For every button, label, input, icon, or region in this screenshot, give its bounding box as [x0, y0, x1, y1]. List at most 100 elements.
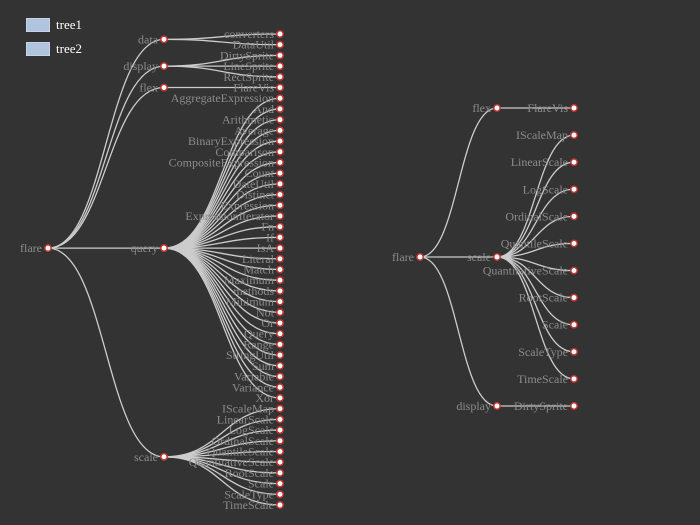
node-dot[interactable]	[276, 158, 284, 167]
tree-node-timescale[interactable]: TimeScale	[223, 498, 284, 512]
tree-node-flare[interactable]: flare	[392, 250, 424, 264]
tree-node-rectsprite[interactable]: RectSprite	[223, 70, 284, 84]
tree-node-logscale[interactable]: LogScale	[523, 182, 578, 196]
tree-node-rootscale[interactable]: RootScale	[225, 466, 284, 480]
node-dot[interactable]	[570, 374, 578, 383]
tree-node-query[interactable]: Query	[244, 327, 284, 341]
node-dot[interactable]	[276, 501, 284, 509]
tree-node-arithmetic[interactable]: Arithmetic	[222, 113, 284, 127]
node-dot[interactable]	[276, 254, 284, 263]
tree-node-minimum[interactable]: Minimum	[226, 295, 284, 309]
node-dot[interactable]	[276, 169, 284, 178]
node-dot[interactable]	[493, 104, 501, 112]
node-dot[interactable]	[276, 212, 284, 220]
node-dot[interactable]	[276, 72, 284, 81]
tree-node-xor[interactable]: Xor	[255, 391, 284, 405]
node-dot[interactable]	[276, 340, 284, 349]
tree-node-scaletype[interactable]: ScaleType	[518, 345, 578, 359]
node-dot[interactable]	[570, 347, 578, 356]
tree-node-linearscale[interactable]: LinearScale	[217, 412, 284, 426]
node-dot[interactable]	[276, 222, 284, 231]
node-dot[interactable]	[276, 126, 284, 135]
tree-node-display[interactable]: display	[123, 59, 168, 73]
node-dot[interactable]	[276, 394, 284, 402]
node-dot[interactable]	[276, 104, 284, 113]
node-dot[interactable]	[276, 147, 284, 156]
tree-node-timescale[interactable]: TimeScale	[517, 372, 578, 386]
tree-node-flex[interactable]: flex	[472, 101, 501, 115]
tree-node-or[interactable]: Or	[261, 316, 284, 330]
node-dot[interactable]	[276, 94, 284, 103]
tree-node-if[interactable]: If	[266, 230, 284, 244]
node-dot[interactable]	[276, 351, 284, 360]
node-dot[interactable]	[276, 115, 284, 124]
node-dot[interactable]	[276, 383, 284, 392]
tree-node-quantilescale[interactable]: QuantileScale	[207, 444, 284, 458]
tree-node-sum[interactable]: Sum	[252, 359, 284, 373]
node-dot[interactable]	[276, 51, 284, 60]
node-dot[interactable]	[276, 83, 284, 92]
node-dot[interactable]	[276, 190, 284, 199]
node-dot[interactable]	[160, 35, 168, 44]
tree-node-query[interactable]: query	[131, 241, 168, 255]
node-dot[interactable]	[276, 436, 284, 445]
tree-node-expressioniterator[interactable]: ExpressionIterator	[185, 209, 284, 223]
node-dot[interactable]	[493, 402, 501, 410]
tree-node-linesprite[interactable]: LineSprite	[223, 59, 284, 73]
tree-node-variable[interactable]: Variable	[234, 370, 284, 384]
legend-item-tree2[interactable]: tree2	[26, 37, 82, 61]
tree-node-iscalemap[interactable]: IScaleMap	[222, 402, 284, 416]
tree-node-fn[interactable]: Fn	[261, 220, 284, 234]
node-dot[interactable]	[570, 320, 578, 329]
node-dot[interactable]	[276, 286, 284, 295]
node-dot[interactable]	[570, 158, 578, 167]
node-dot[interactable]	[276, 233, 284, 242]
tree-node-comparison[interactable]: Comparison	[215, 145, 284, 159]
node-dot[interactable]	[276, 137, 284, 145]
tree-node-data[interactable]: data	[138, 32, 168, 46]
node-dot[interactable]	[276, 426, 284, 435]
node-dot[interactable]	[276, 479, 284, 488]
node-dot[interactable]	[276, 361, 284, 370]
node-dot[interactable]	[276, 468, 284, 477]
tree-node-flex[interactable]: flex	[139, 81, 168, 95]
node-dot[interactable]	[276, 265, 284, 274]
legend-item-tree1[interactable]: tree1	[26, 13, 82, 37]
node-dot[interactable]	[276, 201, 284, 210]
node-dot[interactable]	[276, 319, 284, 327]
tree-node-dirtysprite[interactable]: DirtySprite	[220, 48, 284, 62]
tree-node-flare[interactable]: flare	[20, 241, 52, 255]
tree-node-stringutil[interactable]: StringUtil	[226, 348, 284, 362]
tree-node-scale[interactable]: scale	[467, 250, 501, 264]
node-dot[interactable]	[44, 244, 52, 253]
tree-node-dateutil[interactable]: DateUtil	[233, 177, 284, 191]
tree-node-iscalemap[interactable]: IScaleMap	[516, 128, 578, 142]
tree-node-expression[interactable]: Expression	[221, 198, 284, 212]
tree-node-match[interactable]: Match	[243, 263, 284, 277]
node-dot[interactable]	[276, 62, 284, 71]
node-dot[interactable]	[570, 185, 578, 194]
tree-node-and[interactable]: And	[253, 102, 284, 116]
node-dot[interactable]	[276, 179, 284, 188]
tree-node-variance[interactable]: Variance	[232, 380, 284, 394]
tree-node-scale[interactable]: scale	[134, 450, 168, 464]
tree-node-maximum[interactable]: Maximum	[224, 273, 284, 287]
node-dot[interactable]	[570, 212, 578, 221]
tree-node-datautil[interactable]: DataUtil	[233, 38, 284, 52]
node-dot[interactable]	[276, 458, 284, 467]
node-dot[interactable]	[160, 452, 168, 461]
tree-node-scale[interactable]: Scale	[542, 318, 578, 332]
tree-node-not[interactable]: Not	[256, 305, 284, 319]
node-dot[interactable]	[276, 404, 284, 413]
tree-node-compositeexpression[interactable]: CompositeExpression	[169, 155, 284, 169]
node-dot[interactable]	[276, 40, 284, 49]
node-dot[interactable]	[276, 447, 284, 456]
node-dot[interactable]	[276, 30, 284, 38]
tree-node-average[interactable]: Average	[234, 123, 284, 137]
node-dot[interactable]	[276, 244, 284, 253]
tree-node-distinct[interactable]: Distinct	[236, 188, 284, 202]
tree-node-literal[interactable]: Literal	[242, 252, 284, 266]
tree-node-flarevis[interactable]: FlareVis	[233, 81, 284, 95]
tree-node-display[interactable]: display	[456, 399, 501, 413]
tree-node-quantilescale[interactable]: QuantileScale	[501, 236, 578, 250]
